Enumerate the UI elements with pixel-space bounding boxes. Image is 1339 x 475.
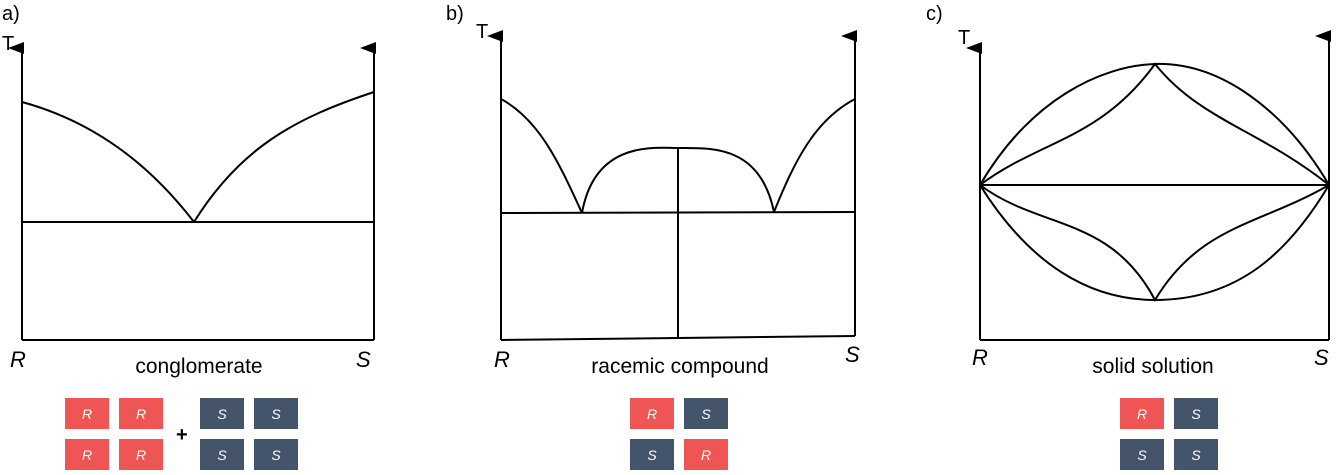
crystal-box-s: S: [1174, 439, 1218, 470]
panel-b-right-enantiomer-label: S: [845, 342, 860, 367]
crystal-box-r: R: [119, 439, 163, 470]
crystal-box-r: R: [65, 398, 109, 429]
crystal-box-s: S: [200, 398, 244, 429]
crystal-box-r: R: [65, 439, 109, 470]
panel-c-caption: solid solution: [1092, 355, 1214, 378]
panel-b-left-enantiomer-label: R: [494, 347, 510, 372]
panel-c-temperature-label: T: [958, 27, 971, 49]
panel-a-left-enantiomer-label: R: [10, 347, 26, 372]
panel-b-liquidus-left: [500, 98, 583, 214]
crystal-box-s: S: [1174, 398, 1218, 429]
panel-c-inner-upper: [979, 62, 1330, 186]
panel-a-caption: conglomerate: [135, 355, 263, 378]
crystal-plus-sign: +: [176, 424, 188, 446]
panel-a-right-enantiomer-label: S: [356, 347, 371, 372]
panel-c-diagram: [966, 30, 1331, 341]
panel-c-inner-lower: [979, 184, 1330, 303]
panel-a-diagram: [8, 42, 376, 341]
crystal-box-s: S: [630, 439, 674, 470]
crystal-box-r: R: [630, 398, 674, 429]
panel-c-left-enantiomer-label: R: [972, 345, 988, 370]
panel-a-letter: a): [2, 3, 20, 25]
crystal-box-s: S: [254, 439, 298, 470]
panel-b-compound-dome: [581, 146, 775, 214]
crystal-box-s: S: [254, 398, 298, 429]
crystal-box-r: R: [1120, 398, 1164, 429]
crystal-box-s: S: [200, 439, 244, 470]
crystal-box-r: R: [684, 439, 728, 470]
panel-b-temperature-label: T: [476, 21, 489, 43]
panel-c-right-enantiomer-label: S: [1314, 345, 1329, 370]
panel-c-letter: c): [926, 3, 943, 25]
crystal-box-s: S: [684, 398, 728, 429]
panel-b-diagram: [487, 30, 857, 341]
panel-c-outer-lower: [979, 184, 1330, 302]
panel-b-letter: b): [446, 3, 464, 25]
panel-a-liquidus-left: [21, 101, 195, 223]
panel-a-liquidus-right: [193, 91, 375, 223]
panel-a-temperature-label: T: [2, 33, 15, 55]
panel-b-liquidus-right: [773, 98, 856, 213]
crystal-box-s: S: [1120, 439, 1164, 470]
panel-b-caption: racemic compound: [591, 355, 769, 378]
panel-c-outer-upper: [979, 62, 1330, 186]
crystal-box-r: R: [119, 398, 163, 429]
